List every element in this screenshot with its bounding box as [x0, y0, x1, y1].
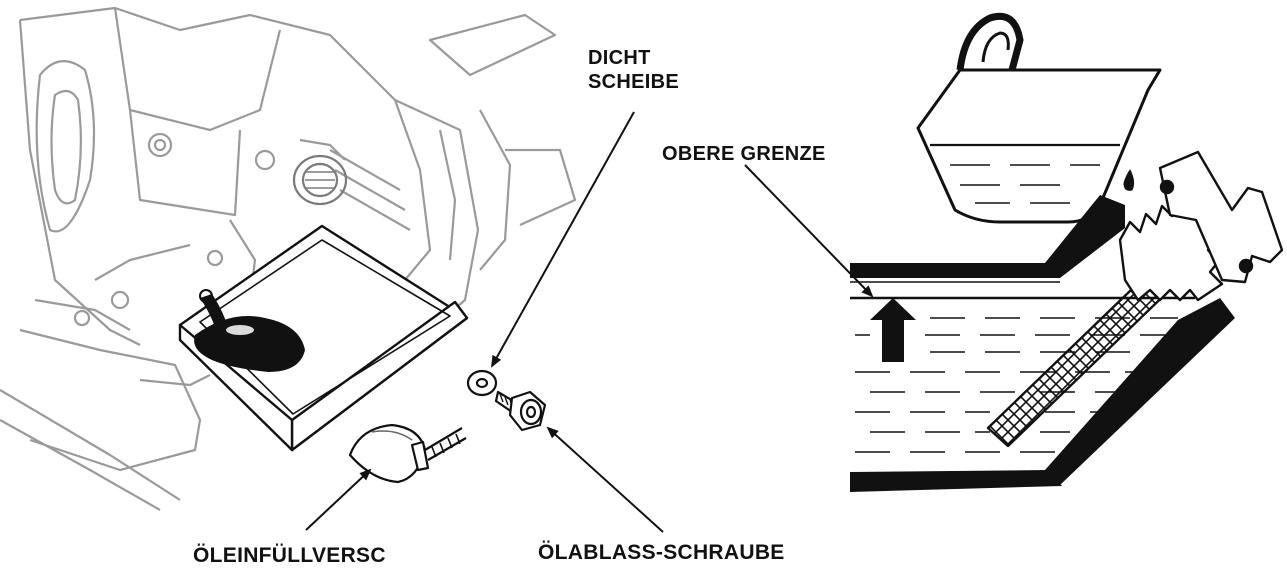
- drain-bolt: [494, 390, 547, 432]
- upper-limit-label: OBERE GRENZE: [662, 143, 826, 165]
- oil-fill-dashes: [855, 317, 1178, 453]
- sealing-washer-label: DICHT SCHEIBE: [588, 46, 679, 94]
- oil-filler-opening: [292, 154, 348, 206]
- drain-bolt-label: ÖLABLASS-SCHRAUBE: [538, 541, 785, 564]
- oil-jug: [916, 12, 1162, 224]
- sealing-washer-arrow: [491, 111, 635, 368]
- drain-pan: [178, 224, 469, 452]
- sealing-washer-label-line2: SCHEIBE: [588, 71, 680, 93]
- drain-bolt-arrow: [546, 426, 664, 533]
- leader-arrows-left: [305, 111, 664, 533]
- oil-dipstick: [986, 150, 1284, 448]
- sealing-washer: [466, 369, 498, 397]
- oil-filler-cap-label: ÖLEINFÜLLVERSC: [193, 544, 386, 567]
- oil-filler-cap: [348, 423, 467, 484]
- upper-limit-arrow: [744, 164, 874, 298]
- fill-direction-arrow: [870, 298, 916, 362]
- draining-oil: [194, 289, 305, 372]
- oil-filler-cap-arrow: [305, 468, 372, 531]
- sealing-washer-label-line1: DICHT: [588, 47, 651, 69]
